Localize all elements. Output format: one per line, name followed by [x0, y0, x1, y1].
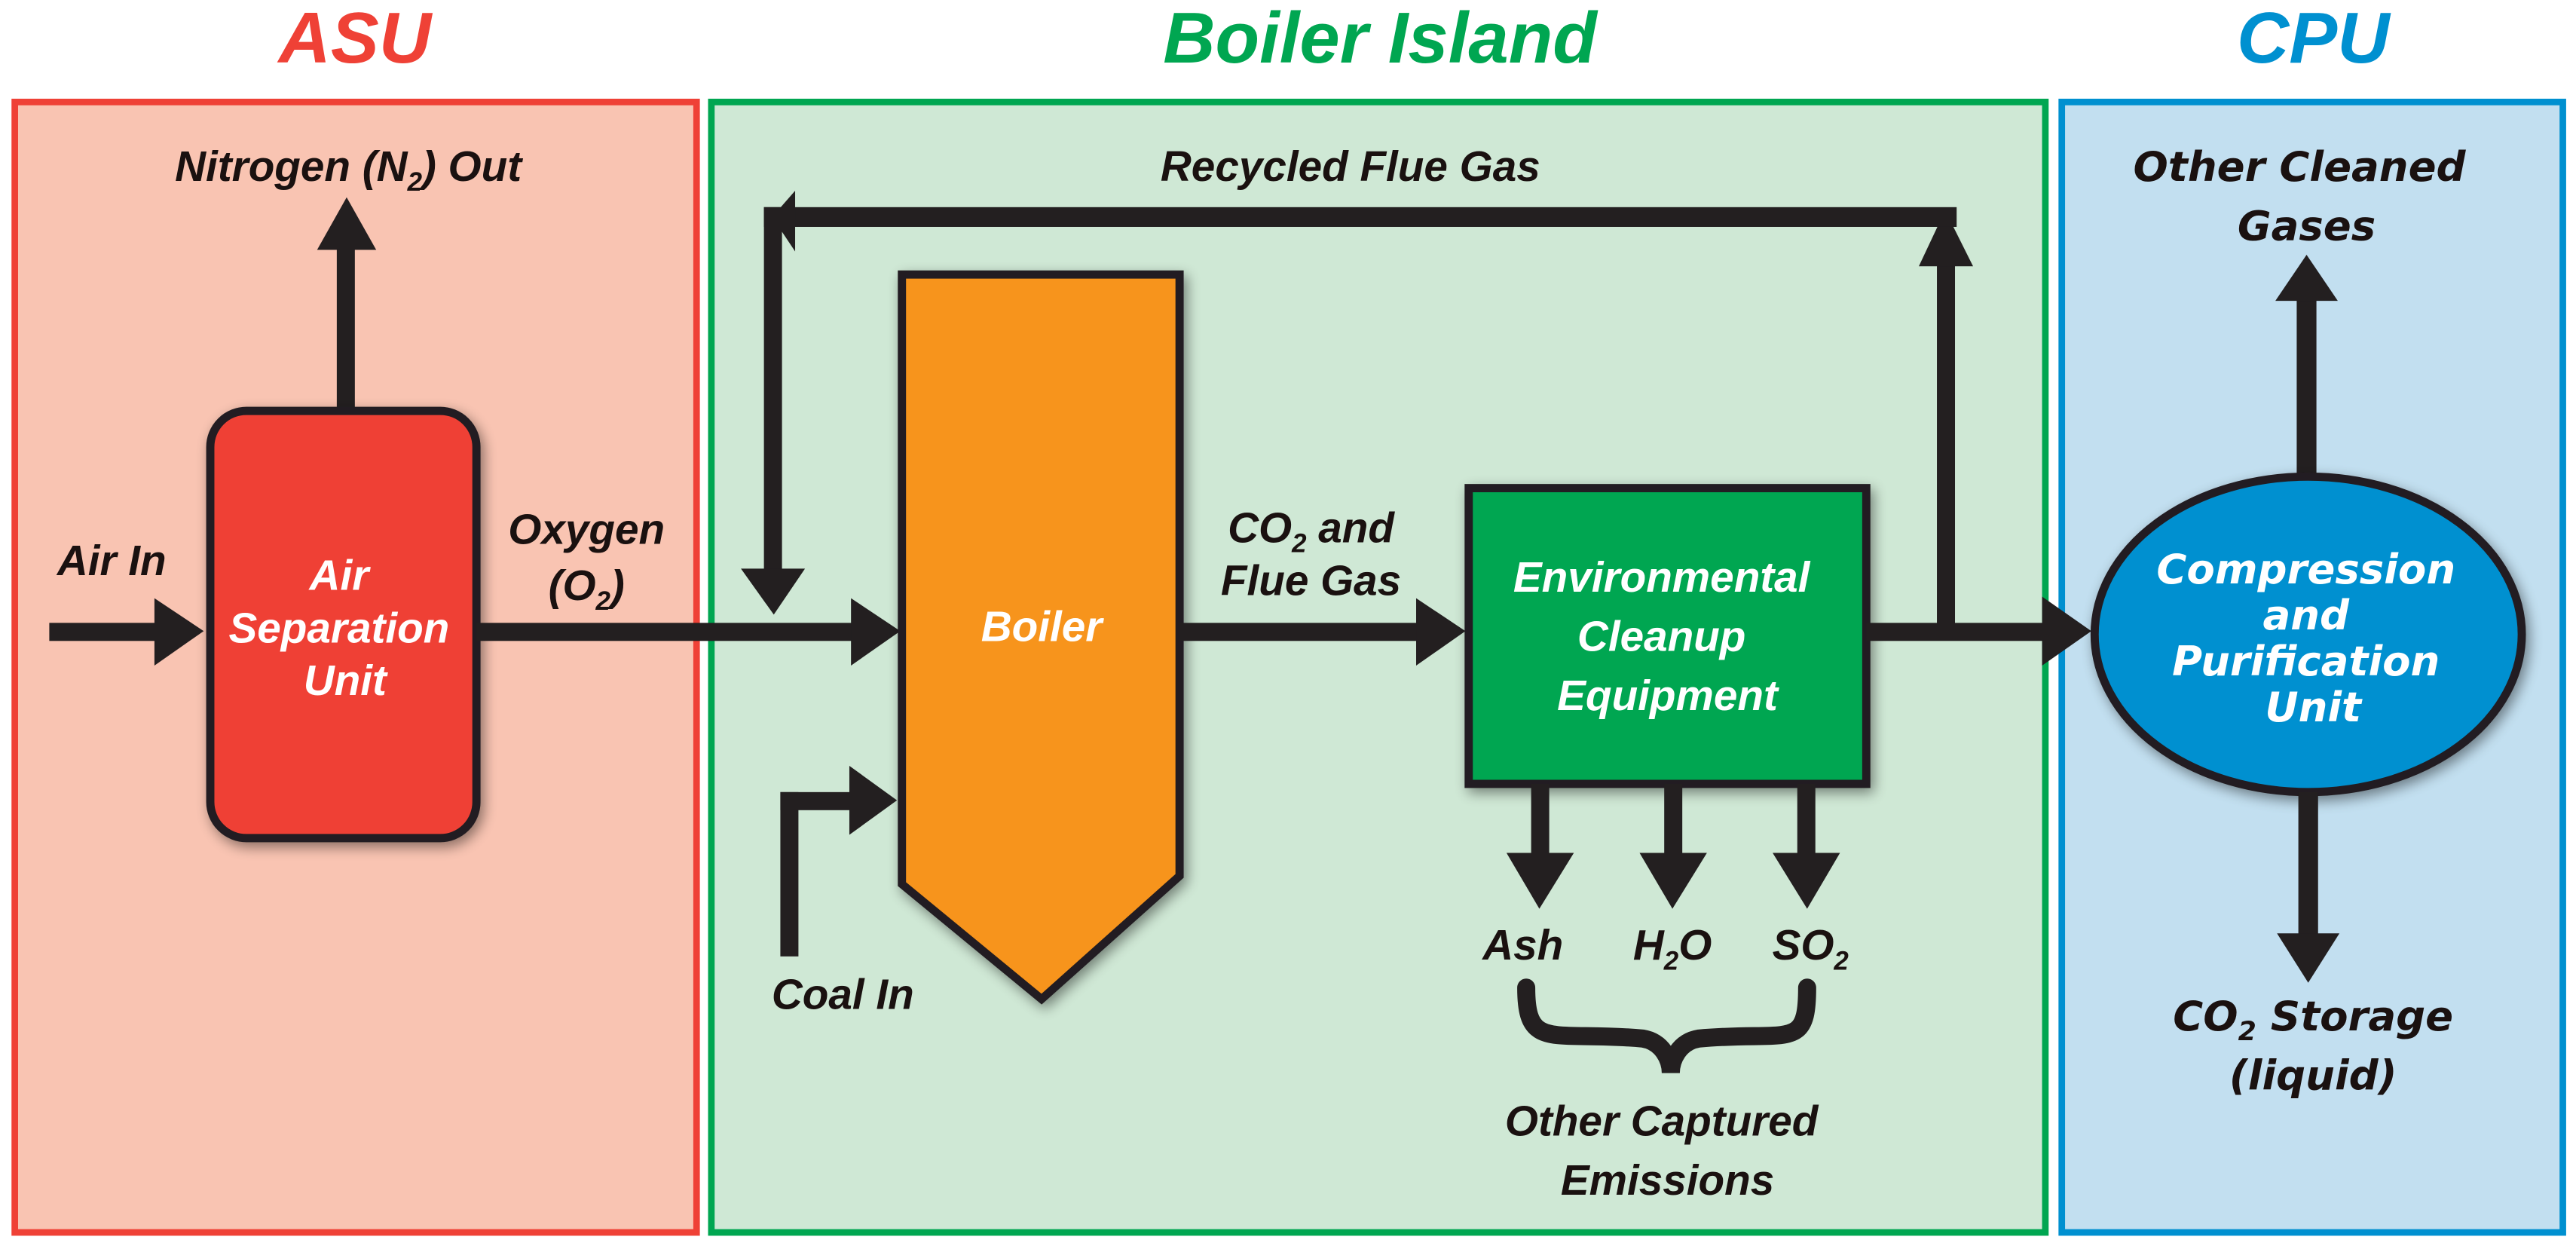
other-cleaned-gases-arrow — [2275, 255, 2338, 477]
svg-text:(O2): (O2) — [549, 562, 625, 616]
air-separation-unit-label: Air Separation Unit — [228, 553, 461, 706]
section-title-asu: ASU — [277, 0, 433, 78]
section-title-boiler-island: Boiler Island — [1163, 0, 1599, 78]
air-in-label: Air In — [56, 537, 167, 585]
ash-arrow — [1506, 783, 1574, 909]
svg-text:H2O: H2O — [1633, 922, 1712, 975]
coal-in-arrow — [780, 765, 898, 957]
coal-in-label: Coal In — [772, 972, 914, 1019]
svg-text:Nitrogen (N2) Out: Nitrogen (N2) Out — [175, 143, 523, 197]
co2-flue-gas-label: CO2 and Flue Gas — [1221, 505, 1401, 605]
svg-text:CO2 and: CO2 and — [1228, 505, 1395, 559]
svg-text:Flue Gas: Flue Gas — [1221, 557, 1401, 605]
oxygen-arrow — [476, 598, 901, 666]
svg-text:SO2: SO2 — [1773, 922, 1849, 975]
svg-text:(liquid): (liquid) — [2229, 1051, 2397, 1099]
section-title-cpu: CPU — [2237, 0, 2391, 78]
h2o-arrow — [1639, 783, 1707, 909]
co2-storage-arrow — [2277, 791, 2340, 983]
environmental-cleanup-equipment-label: Environmental Cleanup Equipment — [1513, 554, 1822, 720]
oxygen-label: Oxygen (O2) — [508, 507, 665, 616]
nitrogen-out-label: Nitrogen (N2) Out — [175, 143, 523, 197]
other-cleaned-gases-label: Other Cleaned Gases — [2133, 142, 2480, 249]
svg-text:CO2 Storage: CO2 Storage — [2173, 992, 2453, 1047]
recycled-flue-gas-label: Recycled Flue Gas — [1161, 143, 1540, 191]
so2-arrow — [1773, 783, 1840, 909]
co2-storage-label: CO2 Storage (liquid) — [2173, 992, 2453, 1099]
svg-text:Oxygen: Oxygen — [508, 507, 665, 554]
h2o-label: H2O — [1633, 922, 1712, 975]
nitrogen-out-arrow — [317, 197, 377, 415]
environmental-cleanup-equipment[interactable] — [1464, 484, 1871, 788]
boiler[interactable] — [898, 270, 1184, 1005]
so2-label: SO2 — [1773, 922, 1849, 975]
svg-text:Air In: Air In — [56, 537, 167, 585]
ash-label: Ash — [1481, 922, 1563, 969]
air-in-arrow — [49, 598, 204, 666]
compression-purification-unit-label: Compression and Purification Unit — [2156, 545, 2470, 731]
other-captured-emissions-label: Other Captured Emissions — [1505, 1097, 1830, 1204]
cleanup-to-cpu-arrow — [1866, 596, 2091, 666]
emissions-brace-icon — [1517, 978, 1816, 1074]
boiler-label: Boiler — [981, 603, 1105, 651]
co2-flue-gas-arrow — [1179, 598, 1466, 666]
recycled-flue-gas-loop — [741, 191, 1973, 636]
